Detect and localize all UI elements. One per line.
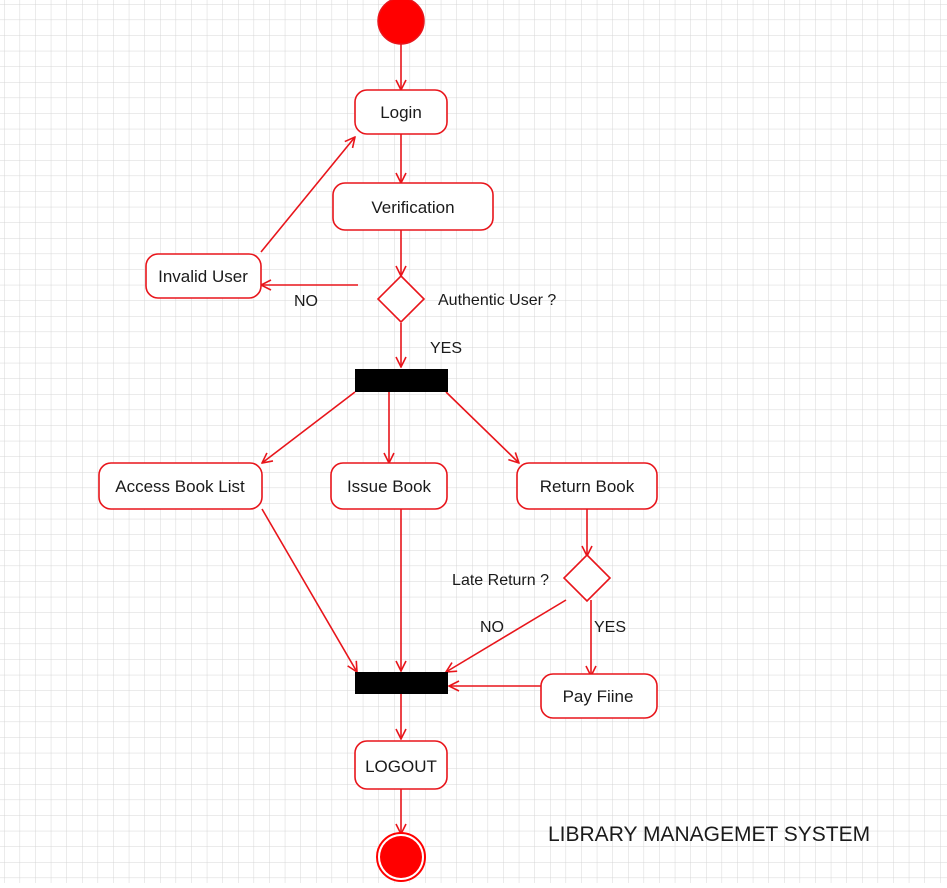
start-node (377, 0, 425, 45)
access-book-list-box (98, 462, 263, 510)
logout-label: LOGOUT (365, 757, 437, 776)
return-book-box (516, 462, 658, 510)
late-yes-label: YES (594, 619, 626, 636)
authentic-user-decision (376, 274, 426, 324)
access-book-list-label: Access Book List (115, 477, 245, 496)
fork-bar (355, 369, 448, 392)
auth-no-label: NO (294, 293, 318, 310)
pay-fine-box (540, 673, 658, 719)
verification-box (332, 182, 494, 231)
edge-fork-access-book-list (262, 391, 356, 463)
join-bar (355, 672, 448, 694)
late-no-label: NO (480, 619, 504, 636)
login-label: Login (380, 103, 422, 122)
late-return-decision (562, 553, 612, 603)
invalid-user-box (145, 253, 262, 299)
invalid-user-label: Invalid User (158, 267, 248, 286)
edge-fork-return-book (445, 391, 519, 463)
verification-label: Verification (371, 198, 454, 217)
late-return-question: Late Return ? (452, 572, 549, 589)
auth-yes-label: YES (430, 340, 462, 357)
end-node (380, 836, 422, 878)
login-box (354, 89, 448, 135)
issue-book-label: Issue Book (347, 477, 432, 496)
return-book-label: Return Book (540, 477, 635, 496)
edge-invalid-user-login (260, 137, 355, 253)
issue-book-box (330, 462, 448, 510)
pay-fine-label: Pay Fiine (563, 687, 634, 706)
logout-box (354, 740, 448, 790)
authentic-user-question: Authentic User ? (438, 292, 556, 309)
edge-late-decision-join (446, 599, 567, 672)
edge-access-book-list-join (261, 508, 357, 672)
diagram-title: LIBRARY MANAGEMET SYSTEM (548, 823, 870, 846)
